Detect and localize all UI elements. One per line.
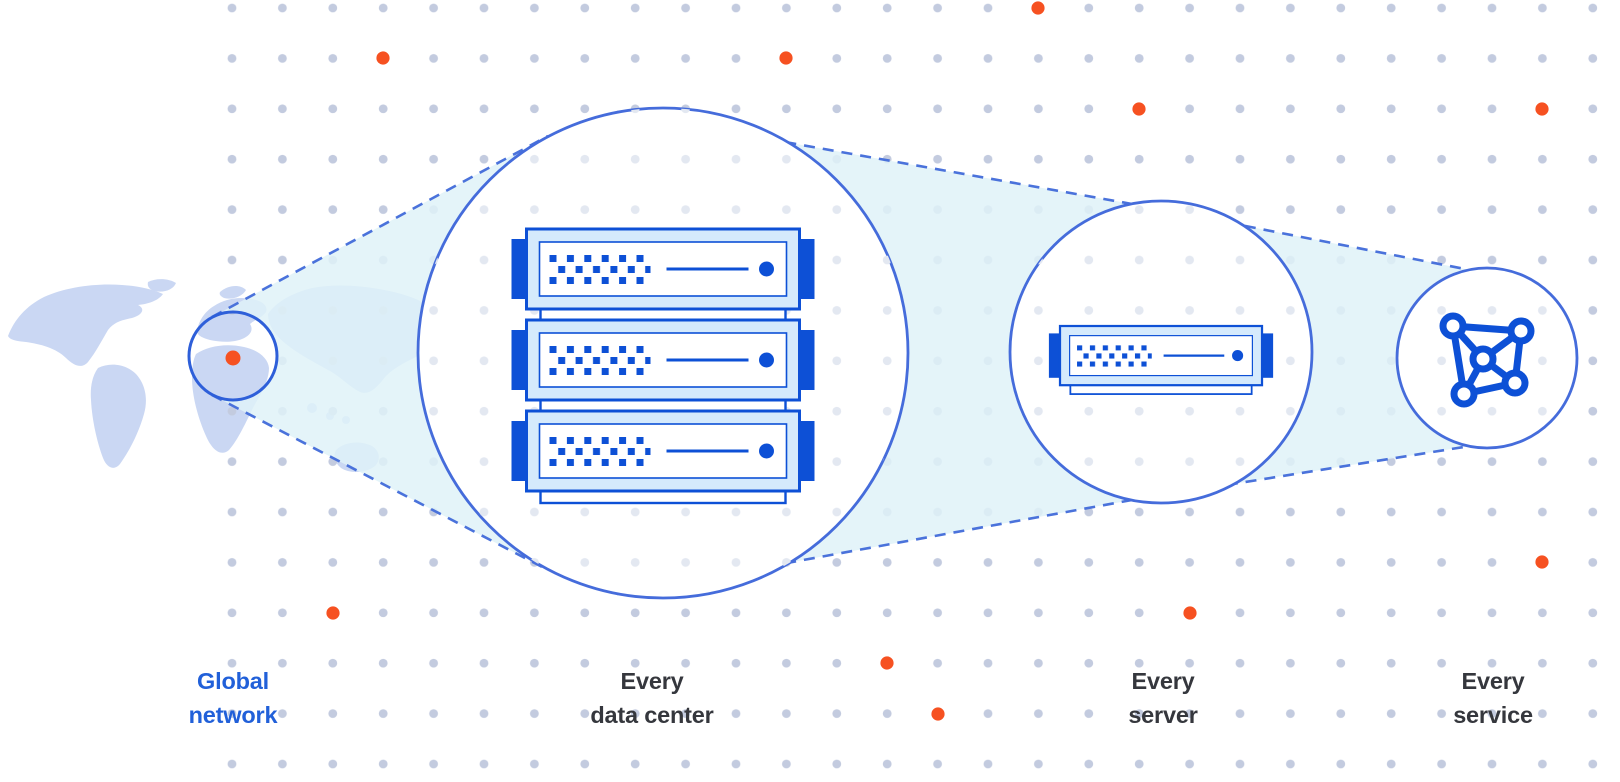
- server-rack-icon: [510, 227, 816, 505]
- label-every-service: Every service: [1373, 664, 1613, 732]
- mesh-node: [1507, 317, 1535, 345]
- accent-dot: [1183, 606, 1197, 620]
- label-line: Every: [620, 668, 684, 694]
- label-line: server: [1128, 702, 1198, 728]
- map-focus-circle: [187, 310, 279, 402]
- mesh-node: [1501, 369, 1529, 397]
- network-mesh-icon: [1439, 312, 1535, 408]
- rack-unit-1: [510, 227, 816, 323]
- accent-dot: [1132, 102, 1146, 116]
- label-line: Every: [1131, 668, 1195, 694]
- continent-greenland: [147, 279, 176, 292]
- label-every-server: Every server: [1043, 664, 1283, 732]
- rack-unit-3: [510, 409, 816, 505]
- accent-dot: [376, 51, 390, 65]
- label-line: service: [1453, 702, 1533, 728]
- continent-south-america: [90, 364, 146, 468]
- mesh-node: [1469, 345, 1497, 373]
- label-line: Every: [1461, 668, 1525, 694]
- accent-dot: [931, 707, 945, 721]
- label-line: Global: [197, 668, 269, 694]
- accent-dot: [326, 606, 340, 620]
- label-global-network: Global network: [113, 664, 353, 732]
- mesh-node: [1439, 312, 1467, 340]
- accent-dot: [880, 656, 894, 670]
- accent-dot: [1031, 1, 1045, 15]
- label-line: network: [188, 702, 278, 728]
- mesh-node: [1450, 380, 1478, 408]
- accent-dot: [1535, 102, 1549, 116]
- continent-north-america: [8, 284, 163, 366]
- location-marker-dot: [225, 350, 241, 366]
- accent-dot: [779, 51, 793, 65]
- label-line: data center: [590, 702, 714, 728]
- label-every-data-center: Every data center: [532, 664, 772, 732]
- single-server-icon: [1047, 324, 1275, 396]
- rack-unit-2: [510, 318, 816, 414]
- accent-dots: [326, 1, 1549, 721]
- accent-dot: [1535, 555, 1549, 569]
